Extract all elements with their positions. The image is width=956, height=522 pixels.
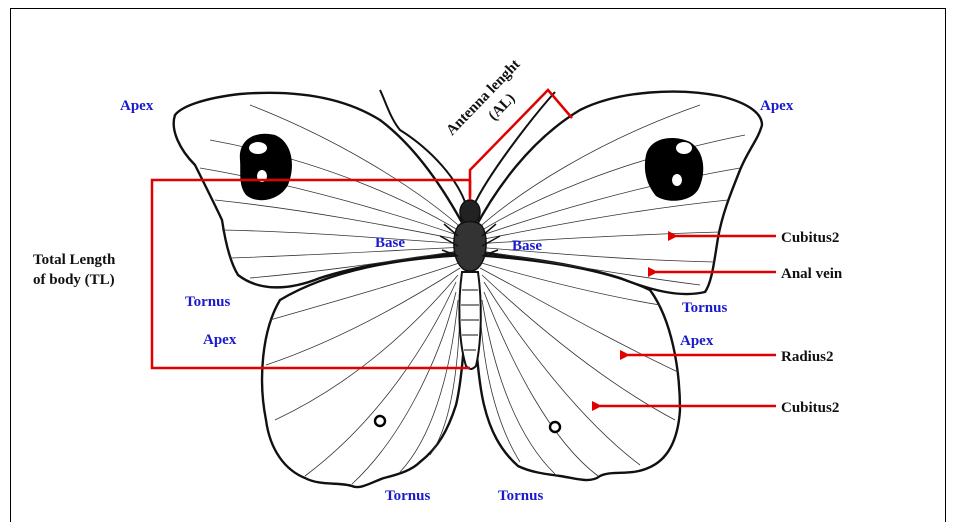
label-cubitus2-lower: Cubitus2 (781, 400, 839, 416)
right-eyespot-highlight (676, 142, 692, 154)
left-eyespot-highlight (249, 142, 267, 154)
right-hindwing-spot (550, 422, 560, 432)
thorax (454, 222, 486, 272)
label-antenna-length: Antenna lenght (AL) (443, 57, 538, 153)
label-tornus-hindwing-right: Tornus (498, 488, 543, 504)
left-hindwing-spot (375, 416, 385, 426)
label-tornus-hindwing-left: Tornus (385, 488, 430, 504)
label-total-length-line1: Total Length (33, 252, 116, 268)
label-cubitus2-upper: Cubitus2 (781, 230, 839, 246)
left-forewing (174, 93, 466, 288)
left-hindwing (262, 255, 466, 487)
head (460, 200, 480, 224)
right-eyespot-pupil (672, 174, 682, 186)
left-eyespot (240, 134, 292, 200)
label-apex-forewing-left: Apex (120, 98, 154, 114)
label-total-length-line2: of body (TL) (33, 272, 115, 288)
label-apex-forewing-right: Apex (760, 98, 794, 114)
label-apex-hindwing-right: Apex (680, 333, 714, 349)
label-base-right: Base (512, 238, 542, 254)
label-base-left: Base (375, 235, 405, 251)
label-radius2: Radius2 (781, 349, 834, 365)
label-tornus-forewing-right: Tornus (682, 300, 727, 316)
label-apex-hindwing-left: Apex (203, 332, 237, 348)
right-eyespot (645, 138, 703, 201)
label-tornus-forewing-left: Tornus (185, 294, 230, 310)
label-anal-vein: Anal vein (781, 266, 843, 282)
